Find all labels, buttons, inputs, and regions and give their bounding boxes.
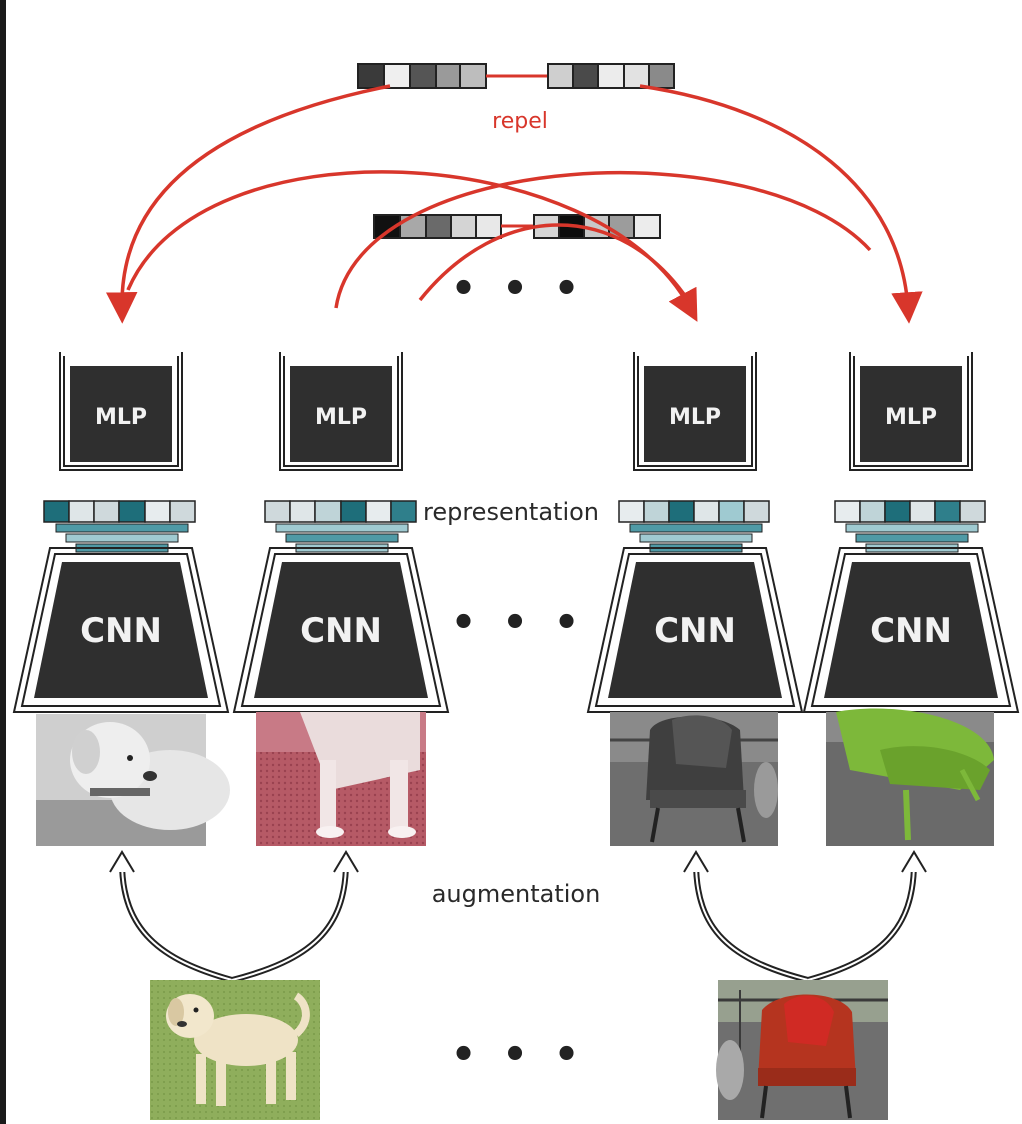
- repel-arrow-4: [334, 171, 872, 309]
- ellipsis-bottom: • • •: [451, 1032, 586, 1078]
- cnn-label-2: CNN: [300, 611, 382, 651]
- cnn-block-1: CNN: [12, 547, 230, 713]
- green-chair-crop: [826, 708, 994, 846]
- repel-arrow-3: [126, 170, 698, 322]
- cnn-label-3: CNN: [654, 611, 736, 651]
- cnn-block-4: CNN: [802, 547, 1020, 713]
- ellipsis-middle: • • •: [451, 600, 586, 646]
- vector-top-left: [357, 63, 487, 89]
- mlp-label-1: MLP: [95, 405, 147, 430]
- vector-top-right: [547, 63, 675, 89]
- augmentation-arrow-3: [683, 850, 809, 983]
- red-tinted-dog-crop: [256, 712, 426, 846]
- augmentation-arrow-4: [807, 850, 927, 983]
- mlp-block-1: MLP: [59, 352, 183, 471]
- mlp-block-3: MLP: [633, 352, 757, 471]
- repel-arrow-5: [418, 223, 690, 302]
- repel-arrow-2: [639, 84, 923, 324]
- chair-photo: [716, 980, 888, 1120]
- repel-label: repel: [492, 109, 548, 134]
- augmentation-arrow-1: [109, 850, 233, 983]
- column-1: MLP CNN: [12, 352, 233, 983]
- mlp-block-4: MLP: [849, 352, 973, 471]
- grayscale-dog-crop: [36, 714, 230, 846]
- representation-vector-3: [618, 500, 770, 553]
- top-vector-pair: [357, 63, 675, 89]
- cnn-label-4: CNN: [870, 611, 952, 651]
- repel-arrow-1: [105, 84, 391, 324]
- gray-chair-crop: [610, 712, 778, 846]
- mlp-label-3: MLP: [669, 405, 721, 430]
- representation-vector-2: [264, 500, 417, 553]
- column-3: MLP CNN: [586, 352, 809, 983]
- cnn-block-2: CNN: [232, 547, 450, 713]
- cnn-block-3: CNN: [586, 547, 804, 713]
- column-2: MLP CNN: [231, 352, 450, 983]
- representation-label: representation: [423, 498, 599, 526]
- dog-photo: [150, 980, 320, 1120]
- augmentation-label: augmentation: [432, 880, 601, 908]
- augmentation-arrow-2: [231, 850, 359, 983]
- representation-vector-4: [834, 500, 986, 553]
- repel-arrows: [105, 84, 923, 324]
- column-4: MLP CNN: [802, 352, 1020, 983]
- representation-vector-1: [43, 500, 196, 553]
- ellipsis-top: • • •: [451, 266, 586, 312]
- mlp-label-2: MLP: [315, 405, 367, 430]
- frame-edge: [0, 0, 6, 1124]
- mlp-label-4: MLP: [885, 405, 937, 430]
- mlp-block-2: MLP: [279, 352, 403, 471]
- cnn-label-1: CNN: [80, 611, 162, 651]
